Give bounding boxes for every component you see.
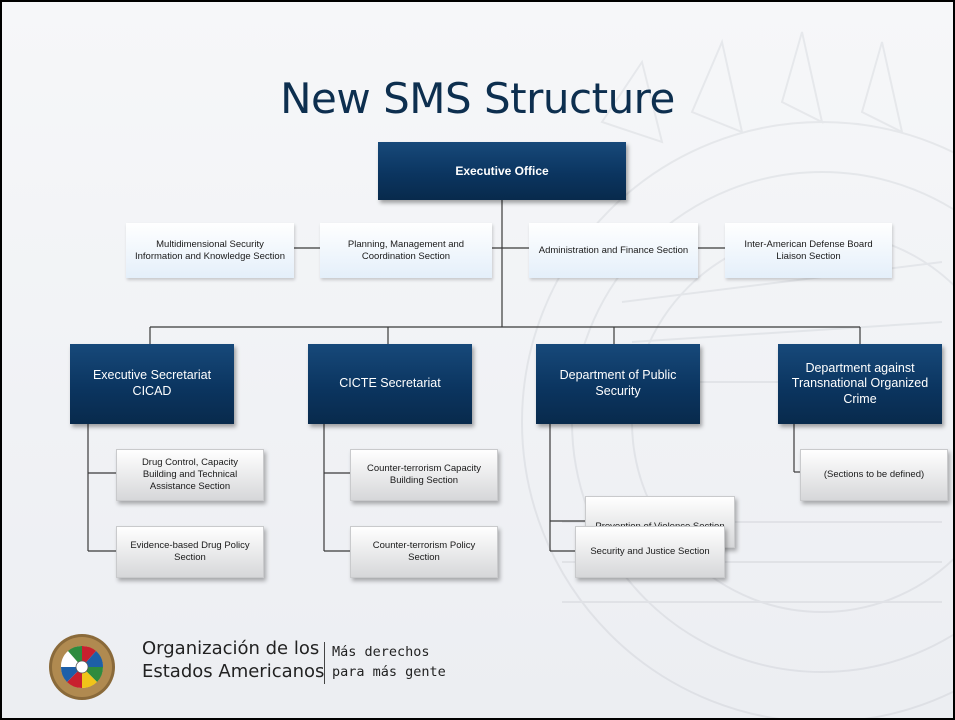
staff-unit-defense-board: Inter-American Defense Board Liaison Sec… (725, 223, 892, 278)
footer-divider (324, 642, 325, 684)
section-drug-control: Drug Control, Capacity Building and Tech… (116, 449, 264, 501)
section-label: Counter-terrorism Policy Section (372, 540, 476, 563)
oas-seal-logo (49, 634, 115, 700)
department-transnational-crime: Department against Transnational Organiz… (778, 344, 942, 424)
executive-office-label: Executive Office (455, 163, 549, 178)
section-drug-policy: Evidence-based Drug Policy Section (116, 526, 264, 578)
staff-unit-label: Inter-American Defense Board Liaison Sec… (744, 238, 873, 262)
staff-unit-info-knowledge: Multidimensional Security Information an… (126, 223, 294, 278)
section-to-be-defined: (Sections to be defined) (800, 449, 948, 501)
slogan: Más derechos para más gente (332, 642, 446, 683)
section-ct-capacity: Counter-terrorism Capacity Building Sect… (350, 449, 498, 501)
section-label: Drug Control, Capacity Building and Tech… (141, 457, 239, 492)
department-label: Department against Transnational Organiz… (791, 360, 929, 406)
staff-unit-label: Planning, Management and Coordination Se… (347, 238, 465, 262)
section-label: Counter-terrorism Capacity Building Sect… (366, 463, 482, 486)
staff-unit-planning: Planning, Management and Coordination Se… (320, 223, 492, 278)
slogan-line2: para más gente (332, 664, 446, 681)
section-label: Security and Justice Section (590, 546, 710, 558)
page-title: New SMS Structure (280, 74, 675, 123)
organization-name-line1: Organización de los (142, 638, 320, 659)
department-label: Department of Public Security (559, 368, 677, 398)
department-public-security: Department of Public Security (536, 344, 700, 424)
department-label: CICTE Secretariat (339, 376, 441, 391)
staff-unit-label: Administration and Finance Section (538, 244, 689, 256)
staff-unit-administration: Administration and Finance Section (529, 223, 698, 278)
department-cicad: Executive Secretariat CICAD (70, 344, 234, 424)
section-security-justice: Security and Justice Section (575, 526, 725, 578)
section-label: (Sections to be defined) (823, 469, 925, 481)
staff-unit-label: Multidimensional Security Information an… (135, 238, 285, 262)
slogan-line1: Más derechos (332, 644, 430, 660)
organization-name: Organización de los Estados Americanos (142, 638, 324, 683)
department-cicte: CICTE Secretariat (308, 344, 472, 424)
department-label: Executive Secretariat CICAD (92, 368, 212, 398)
section-label: Evidence-based Drug Policy Section (130, 540, 250, 563)
section-ct-policy: Counter-terrorism Policy Section (350, 526, 498, 578)
organization-name-line2: Estados Americanos (142, 660, 325, 682)
executive-office-box: Executive Office (378, 142, 626, 200)
